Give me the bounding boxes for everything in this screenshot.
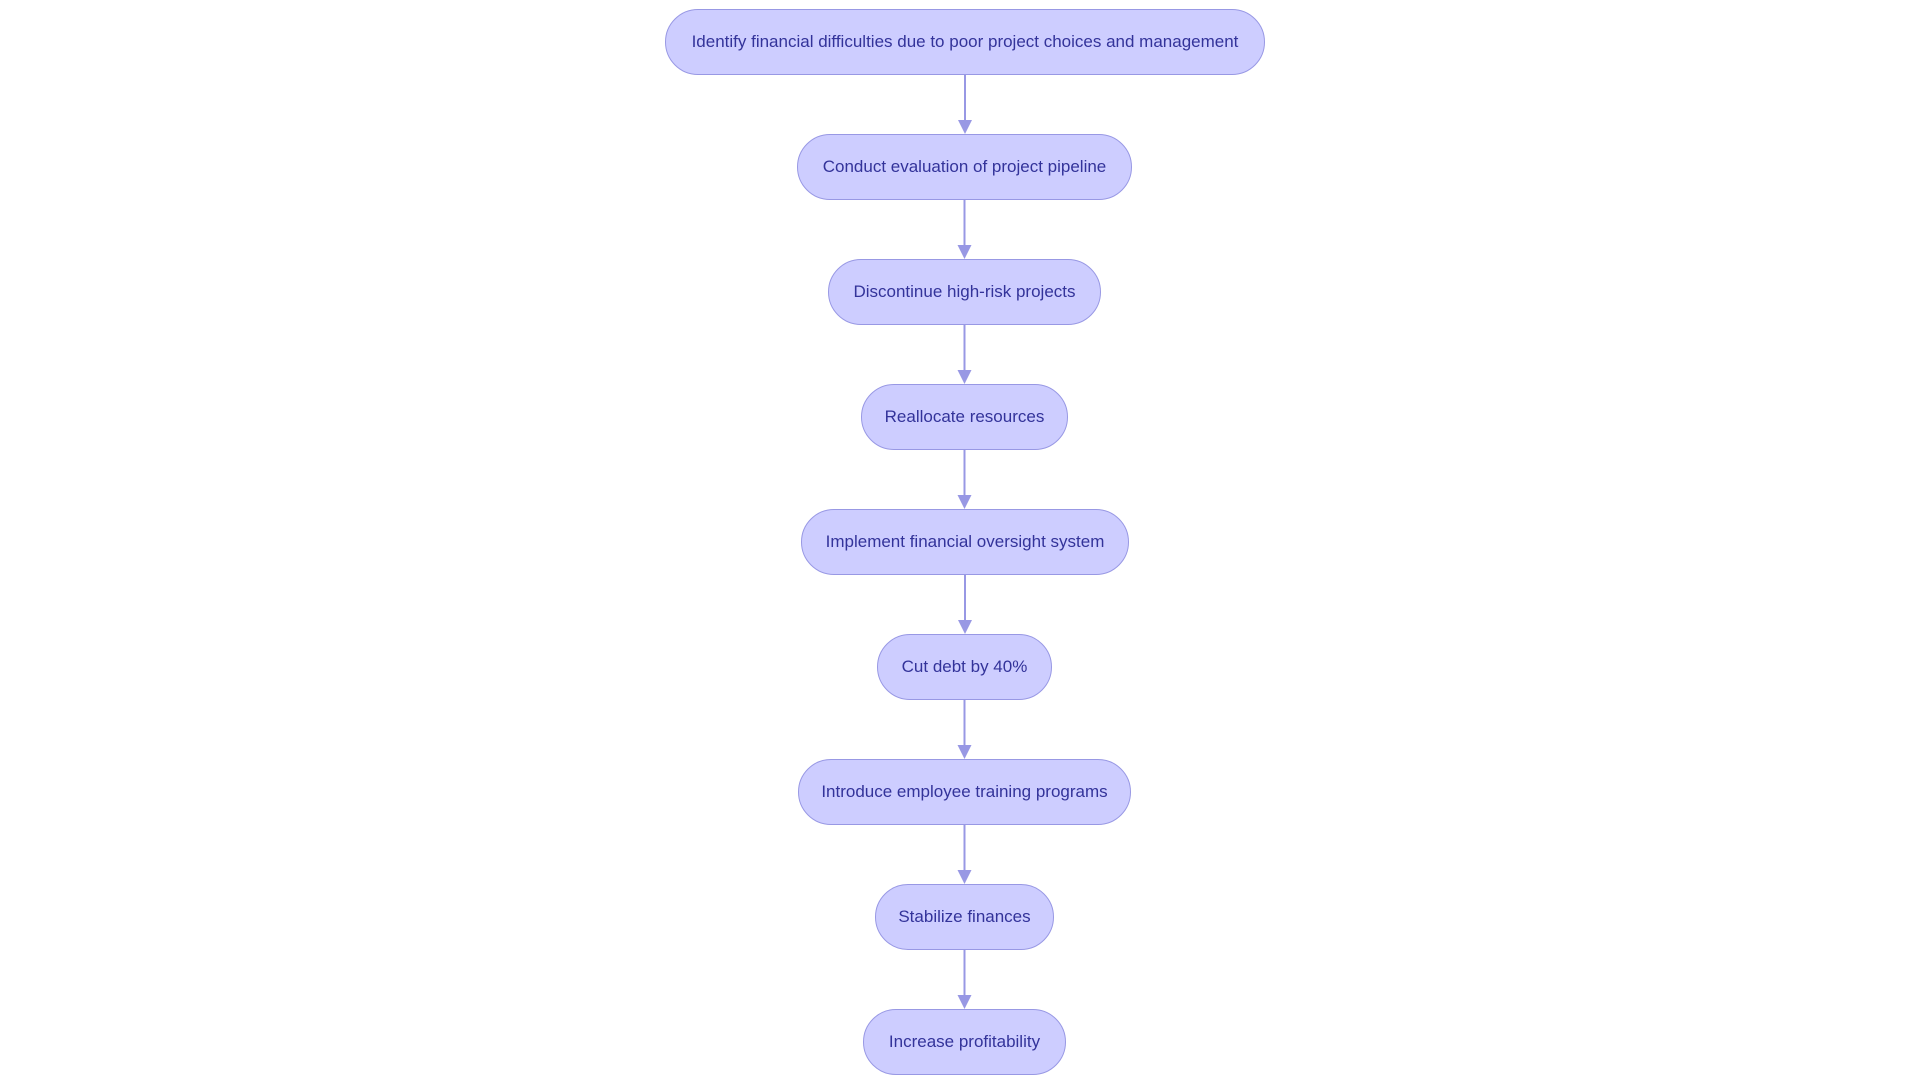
node-label: Reallocate resources [884, 407, 1045, 426]
node-stabilize-finances: Stabilize finances [875, 884, 1054, 950]
edge-arrow-4 [957, 450, 972, 509]
node-identify-financial-difficulties: Identify financial difficulties due to p… [665, 9, 1265, 75]
edge-arrow-7 [957, 825, 972, 884]
node-label: Identify financial difficulties due to p… [691, 32, 1239, 51]
arrowhead-icon [957, 870, 972, 884]
node-label: Discontinue high-risk projects [853, 282, 1076, 301]
edge-arrow-2 [957, 200, 972, 259]
arrowhead-icon [957, 995, 972, 1009]
node-increase-profitability: Increase profitability [863, 1009, 1066, 1075]
node-implement-oversight: Implement financial oversight system [801, 509, 1129, 575]
arrowhead-icon [958, 620, 972, 634]
arrowhead-icon [957, 245, 972, 259]
arrowhead-icon [957, 745, 972, 759]
node-label: Increase profitability [888, 1032, 1041, 1051]
node-cut-debt: Cut debt by 40% [877, 634, 1052, 700]
node-reallocate-resources: Reallocate resources [861, 384, 1068, 450]
node-label: Implement financial oversight system [825, 532, 1105, 551]
arrowhead-icon [957, 495, 972, 509]
node-label: Stabilize finances [898, 907, 1031, 926]
edge-arrow-1 [958, 75, 972, 134]
node-discontinue-projects: Discontinue high-risk projects [828, 259, 1101, 325]
arrowhead-icon [958, 120, 972, 134]
edge-arrow-6 [957, 700, 972, 759]
edge-arrow-3 [957, 325, 972, 384]
node-label: Conduct evaluation of project pipeline [822, 157, 1107, 176]
node-employee-training: Introduce employee training programs [798, 759, 1131, 825]
node-label: Introduce employee training programs [821, 782, 1108, 801]
edge-arrow-8 [957, 950, 972, 1009]
node-label: Cut debt by 40% [901, 657, 1028, 676]
edge-arrow-5 [958, 575, 972, 634]
arrowhead-icon [957, 370, 972, 384]
node-conduct-evaluation: Conduct evaluation of project pipeline [797, 134, 1132, 200]
